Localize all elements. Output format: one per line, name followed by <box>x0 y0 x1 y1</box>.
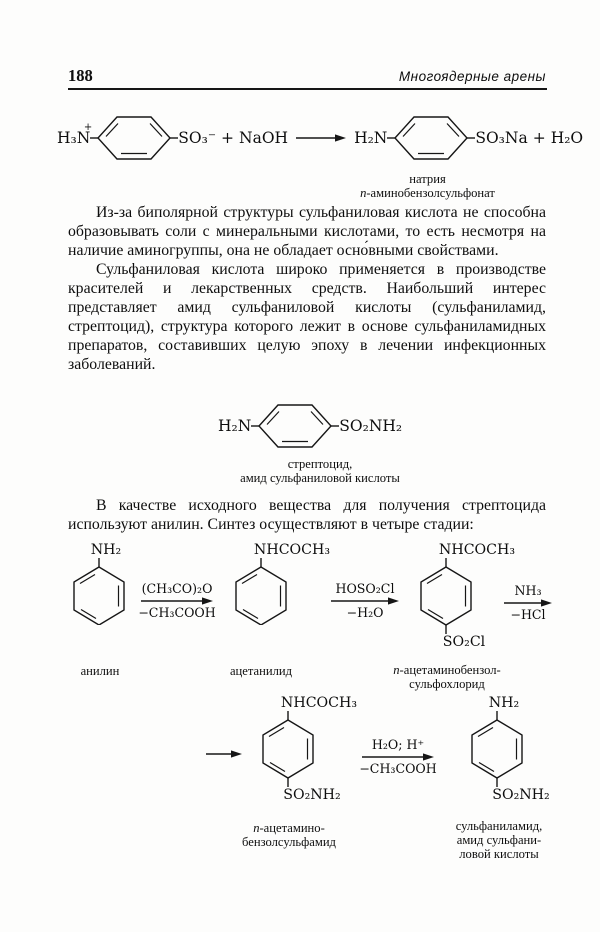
formula-naoh: NaOH <box>239 129 289 147</box>
arrow-byproduct: −H₂O <box>346 605 384 620</box>
paragraph: Из-за биполярной структуры сульфаниловая… <box>68 204 546 259</box>
benzene-ring <box>90 116 179 160</box>
caption-sulfochloride: п-ацетаминобензол- сульфохлорид <box>393 663 501 691</box>
reaction-arrow <box>141 597 213 605</box>
caption-aniline: анилин <box>80 664 120 678</box>
plus-charge: + <box>83 122 93 133</box>
para-prefix: п <box>360 185 367 200</box>
benzene-ring <box>471 711 523 787</box>
substituent-label: SO₂NH₂ <box>492 787 550 803</box>
substituent-label: NHCOCH₃ <box>438 542 516 558</box>
arrow-reagent: H₂O; H⁺ <box>371 737 425 752</box>
caption-sulfanilamide: сульфаниламид, амид сульфани- ловой кисл… <box>455 819 543 861</box>
formula-amine: H₂N <box>354 129 388 147</box>
body-text-2: В качестве исходного вещества для получе… <box>68 496 546 534</box>
benzene-ring <box>73 558 125 625</box>
formula-sodium-sulfonate: SO₃Na <box>475 129 528 147</box>
structure-sulfamide: NHCOCH₃ SO₂NH₂ <box>259 695 357 803</box>
paragraph: В качестве исходного вещества для получе… <box>68 497 546 533</box>
formula-sulfonate: SO₃⁻ <box>178 129 217 147</box>
plus-sign: + <box>532 129 546 147</box>
substituent-label: NHCOCH₃ <box>280 695 358 711</box>
benzene-ring <box>262 711 314 787</box>
substituent-label: NHCOCH₃ <box>253 542 331 558</box>
formula-anilinium: H₃N+ <box>57 122 93 147</box>
caption-acetanilide: ацетанилид <box>229 664 293 678</box>
structure-aniline: NH₂ <box>70 542 128 625</box>
structure-sulfochloride: NHCOCH₃ SO₂Cl <box>417 542 515 650</box>
streptocide-structure: H₂N SO₂NH₂ <box>218 399 402 453</box>
formula-water: H₂O <box>550 129 584 147</box>
streptocide-caption: стрептоцид, амид сульфаниловой кислоты <box>240 457 400 485</box>
arrow-stage-1: (CH₃CO)₂O −CH₃COOH <box>138 582 216 620</box>
substituent-label: SO₂Cl <box>442 634 486 650</box>
caption-sulfamide: п-ацетамино- бензолсульфамид <box>242 821 336 849</box>
paragraph: Сульфаниловая кислота широко применяется… <box>68 261 546 373</box>
formula-amine: H₂N <box>218 417 252 435</box>
body-text: Из-за биполярной структуры сульфаниловая… <box>68 203 546 374</box>
reaction-arrow <box>331 597 399 605</box>
arrow-byproduct: −HCl <box>510 607 546 622</box>
substituent-label: NH₂ <box>488 695 520 711</box>
substituent-label: NH₂ <box>90 542 122 558</box>
para-prefix: п <box>393 663 400 677</box>
benzene-ring <box>235 558 287 625</box>
structure-acetanilide: NHCOCH₃ <box>232 542 330 625</box>
running-head: Многоядерные арены <box>398 69 546 84</box>
arrow-reagent: HOSO₂Cl <box>335 581 395 596</box>
substituent-label: SO₂NH₂ <box>283 787 341 803</box>
arrow-reagent: (CH₃CO)₂O <box>141 581 213 596</box>
page-number: 188 <box>68 66 93 85</box>
para-prefix: п <box>253 821 260 835</box>
arrow-stage-4: H₂O; H⁺ −CH₃COOH <box>358 738 438 776</box>
reaction1-product-caption: натрия п-аминобензолсульфонат <box>360 172 495 200</box>
arrow-stage-2: HOSO₂Cl −H₂O <box>330 582 400 620</box>
formula-sulfonamide: SO₂NH₂ <box>339 417 403 435</box>
arrow-stage-3: NH₃ −HCl <box>502 584 554 622</box>
reaction-arrow <box>362 753 434 761</box>
reaction-arrow <box>504 599 552 607</box>
benzene-ring <box>387 116 476 160</box>
header-rule <box>68 88 547 90</box>
benzene-ring <box>420 558 472 634</box>
arrow-byproduct: −CH₃COOH <box>138 605 216 620</box>
arrow-byproduct: −CH₃COOH <box>359 761 437 776</box>
plus-sign: + <box>221 129 235 147</box>
structure-sulfanilamide: NH₂ SO₂NH₂ <box>468 695 550 803</box>
reaction-arrow <box>296 134 347 142</box>
benzene-ring <box>251 404 340 448</box>
arrow-reagent: NH₃ <box>514 583 542 598</box>
continuation-arrow <box>206 750 242 758</box>
reaction-equation-1: H₃N+ SO₃⁻ + NaOH H₂N SO₃Na + H₂O <box>57 111 583 165</box>
